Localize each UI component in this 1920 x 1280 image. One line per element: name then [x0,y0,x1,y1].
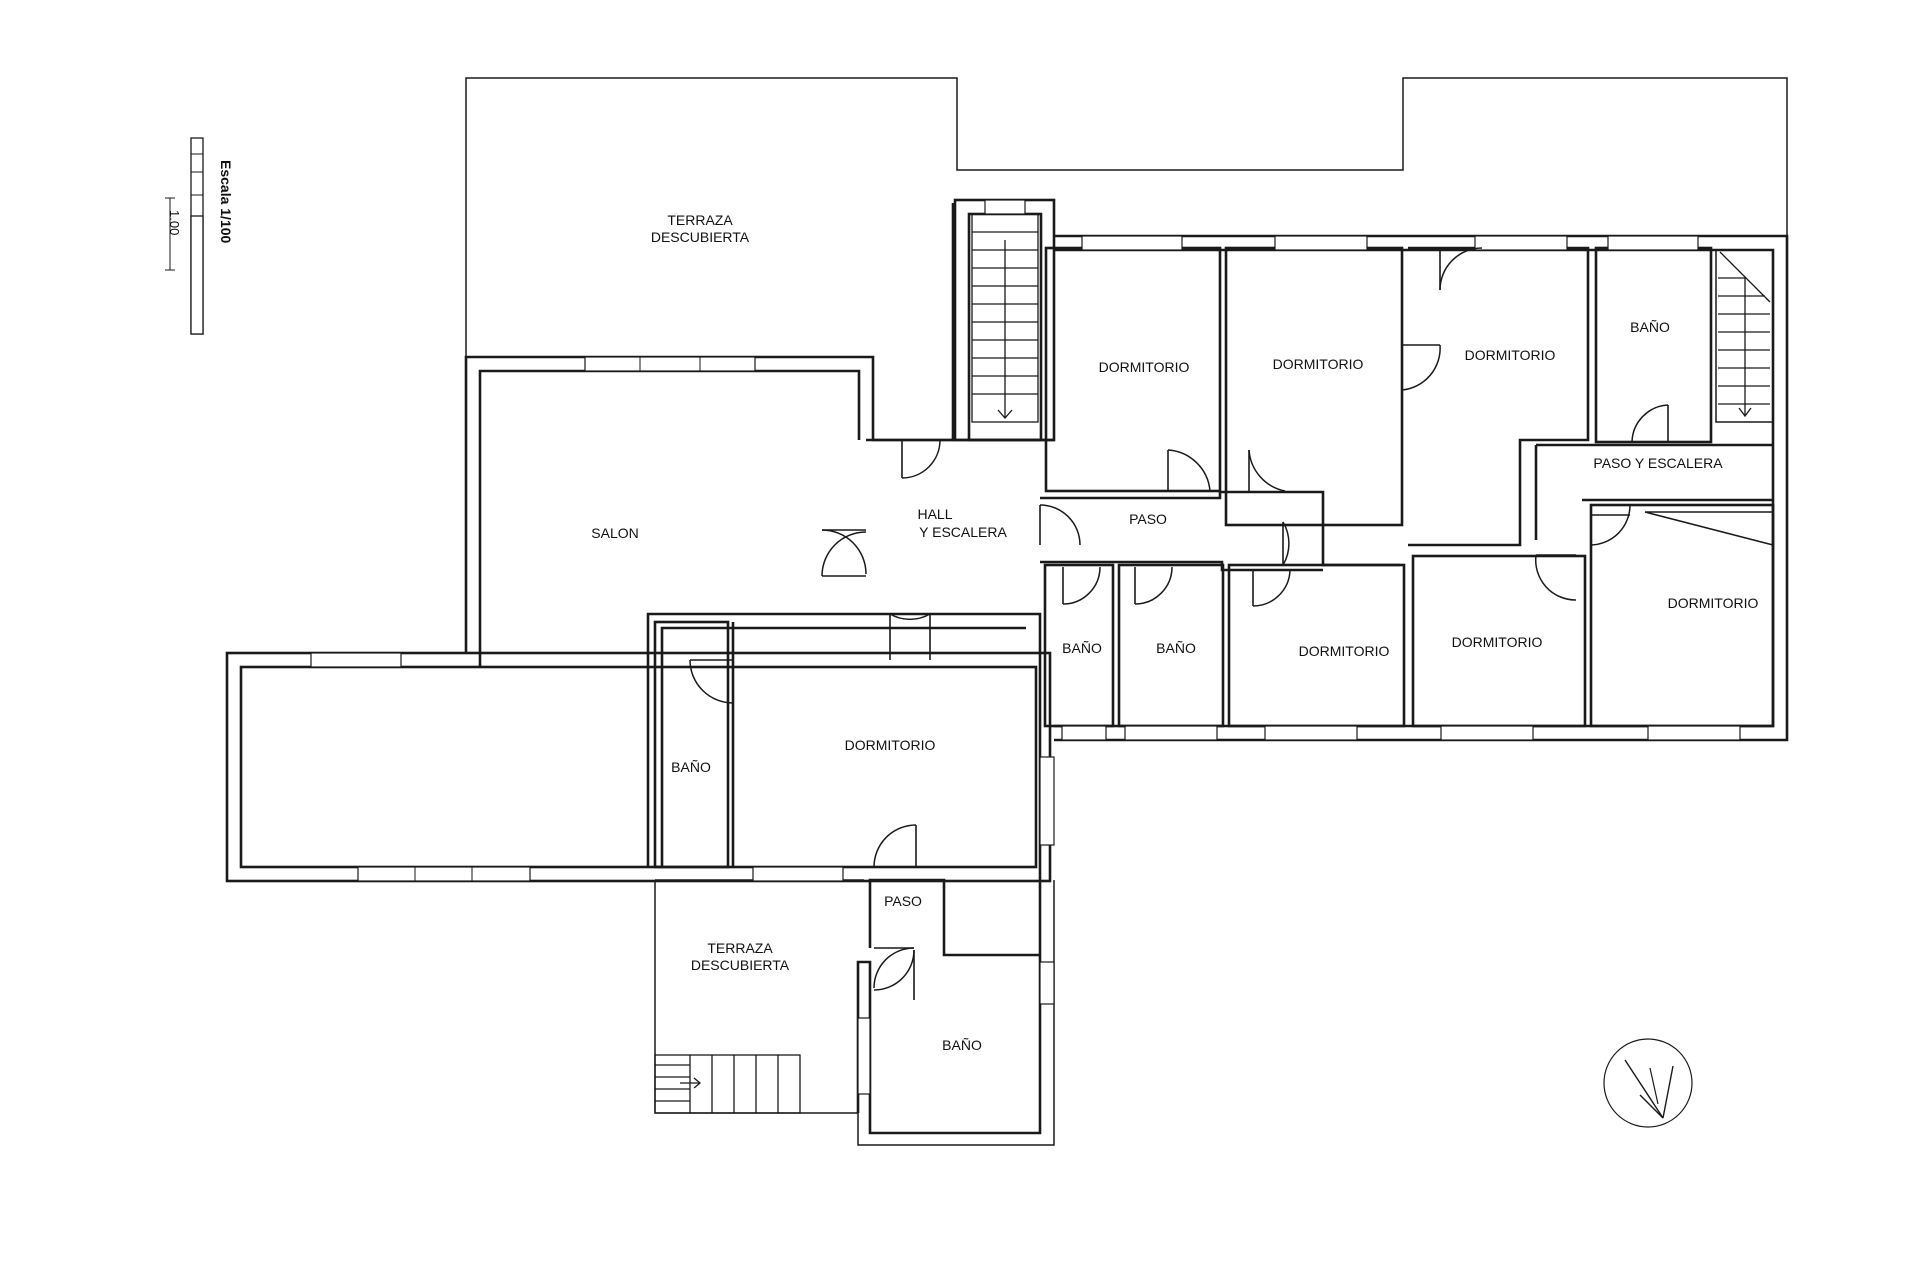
label-dormitorio-5: DORMITORIO [1452,634,1543,650]
label-dormitorio-2: DORMITORIO [1273,356,1364,372]
label-bano-sw: BAÑO [671,759,711,775]
label-dormitorio-1: DORMITORIO [1099,359,1190,375]
label-paso-central: PASO [1129,511,1167,527]
label-bano-a: BAÑO [1062,640,1102,656]
doors [689,247,1669,1000]
label-dormitorio-6: DORMITORIO [1668,595,1759,611]
label-dormitorio-3: DORMITORIO [1465,347,1556,363]
label-salon: SALON [591,525,638,541]
scale-measure: 1.00 [167,210,182,235]
label-bano-b: BAÑO [1156,640,1196,656]
label-bano-ne: BAÑO [1630,319,1670,335]
scale-bar: Escala 1/100 1.00 [165,137,234,335]
staircase-hall [971,213,1039,423]
staircase-ne [1718,251,1771,418]
label-bano-sur: BAÑO [942,1037,982,1053]
windows [310,199,1741,1095]
label-dormitorio-4: DORMITORIO [1299,643,1390,659]
north-arrow-icon [1603,1038,1693,1128]
label-paso-sur: PASO [884,893,922,909]
label-paso-escalera: PASO Y ESCALERA [1593,455,1723,471]
label-dormitorio-sw: DORMITORIO [845,737,936,753]
scale-label: Escala 1/100 [218,160,234,244]
